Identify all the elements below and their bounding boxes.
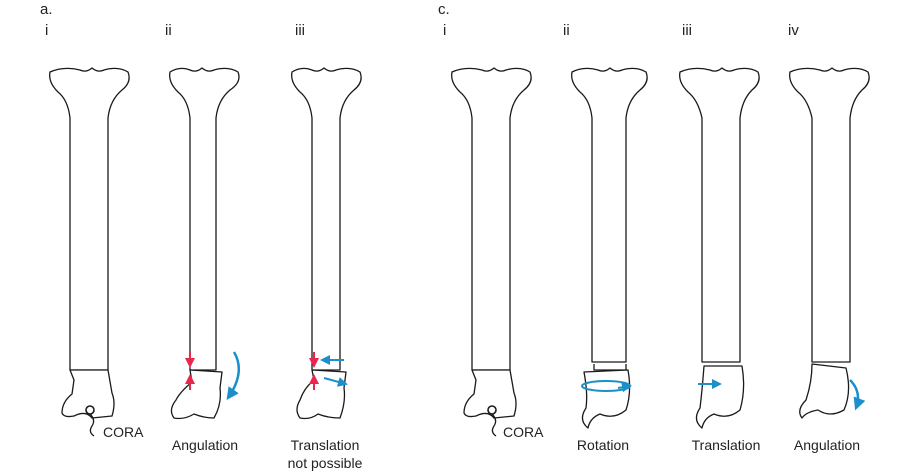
numeral-c-iii: iii	[682, 22, 692, 39]
blue-curved-arrow-c-iv	[849, 379, 866, 411]
bone-c-ii	[571, 67, 648, 429]
caption-rotation-c: Rotation	[576, 437, 630, 453]
cora-label-c: CORA	[503, 424, 544, 440]
numeral-c-iv: iv	[788, 22, 799, 39]
cora-label-a: CORA	[103, 424, 144, 440]
bone-a-iii	[291, 67, 362, 420]
bone-c-iv	[789, 67, 870, 419]
bone-c-iii	[679, 67, 760, 429]
numeral-c-i: i	[443, 22, 447, 39]
panel-label-a: a.	[40, 1, 53, 18]
cora-circle-marker-a	[85, 405, 95, 415]
bone-a-i	[49, 67, 130, 437]
bone-a-ii	[169, 67, 241, 420]
numeral-a-ii: ii	[165, 22, 172, 39]
cora-circle-marker-c	[487, 405, 497, 415]
panel-label-c: c.	[438, 1, 450, 18]
caption-translation-a: Translation	[290, 437, 360, 453]
blue-curved-arrow-a-ii	[226, 351, 241, 401]
numeral-a-i: i	[45, 22, 49, 39]
caption-translation-c: Translation	[691, 437, 761, 453]
blue-straight-arrow-right	[323, 377, 348, 387]
bone-c-i	[451, 67, 532, 437]
numeral-a-iii: iii	[295, 22, 305, 39]
caption-not-possible-a: not possible	[287, 455, 363, 471]
caption-angulation-a: Angulation	[171, 437, 239, 453]
numeral-c-ii: ii	[563, 22, 570, 39]
caption-angulation-c: Angulation	[793, 437, 861, 453]
